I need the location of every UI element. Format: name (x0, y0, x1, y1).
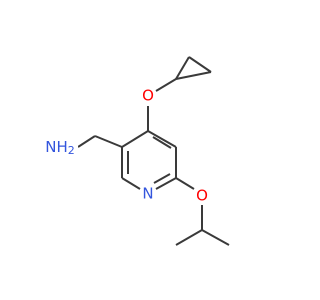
atom-label-o2: O (196, 187, 208, 205)
atom-o1: O (141, 87, 155, 105)
bond-c6-o2 (175, 177, 195, 190)
molecule-diagram: NH2 O O N (45, 56, 230, 246)
atom-label-nh2-main: NH (45, 138, 68, 156)
bond-c3-c4 (121, 130, 149, 148)
bond-c6-n1 (155, 177, 177, 190)
bond-ch2-c3 (94, 135, 123, 148)
atom-label-nh2: NH2 (45, 138, 75, 158)
bond-c5-c5-double (152, 136, 172, 149)
bond-n-ch2 (77, 135, 96, 148)
bond-o1-cp (155, 78, 177, 92)
bond-ch-me2 (201, 229, 230, 246)
bond-n1-c2 (121, 177, 141, 190)
atom-label-nh2-sub: 2 (68, 144, 75, 157)
bond-cp-c (188, 56, 212, 73)
bond-cp-b (175, 71, 212, 80)
bond-cp-a (175, 56, 190, 80)
bonds (77, 56, 230, 246)
atom-label-o1: O (142, 87, 154, 105)
structure-canvas: NH2 O O N (45, 56, 230, 246)
atom-labels: NH2 O O N (45, 87, 209, 205)
atom-o2: O (195, 187, 209, 205)
atom-label-n1: N (142, 185, 153, 203)
bond-ch-me1 (175, 229, 203, 246)
atom-nh2: NH2 (45, 137, 78, 159)
bond-c6-n1-double (153, 173, 171, 184)
atom-n1: N (141, 185, 155, 203)
bond-c4-c5 (147, 130, 177, 148)
